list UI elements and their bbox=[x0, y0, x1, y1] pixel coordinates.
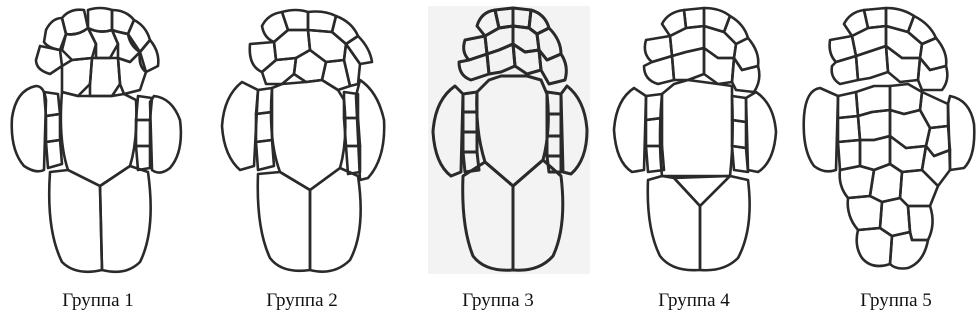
group-4-caption: Группа 4 bbox=[624, 289, 764, 313]
group-2-drawing bbox=[210, 0, 405, 280]
group-4-cells bbox=[600, 0, 795, 280]
group-3-cells bbox=[415, 0, 610, 280]
group-5-caption: Группа 5 bbox=[826, 289, 966, 313]
group-1-drawing bbox=[0, 0, 195, 280]
group-5-cells bbox=[790, 0, 977, 280]
group-1-caption: Группа 1 bbox=[28, 289, 168, 313]
group-3-caption: Группа 3 bbox=[428, 289, 568, 313]
group-2-caption: Группа 2 bbox=[232, 289, 372, 313]
group-5-drawing bbox=[790, 0, 977, 280]
group-1-cells bbox=[0, 0, 195, 280]
group-3-drawing bbox=[415, 0, 610, 280]
group-2-cells bbox=[210, 0, 405, 280]
group-4-drawing bbox=[600, 0, 795, 280]
